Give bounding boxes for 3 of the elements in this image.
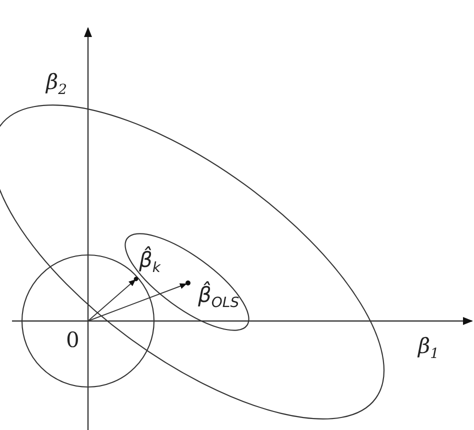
origin-label: 0 — [66, 330, 80, 351]
axis-label: β$_{1}$ — [418, 336, 440, 362]
axis-label: β$_{2}$ — [46, 72, 68, 98]
